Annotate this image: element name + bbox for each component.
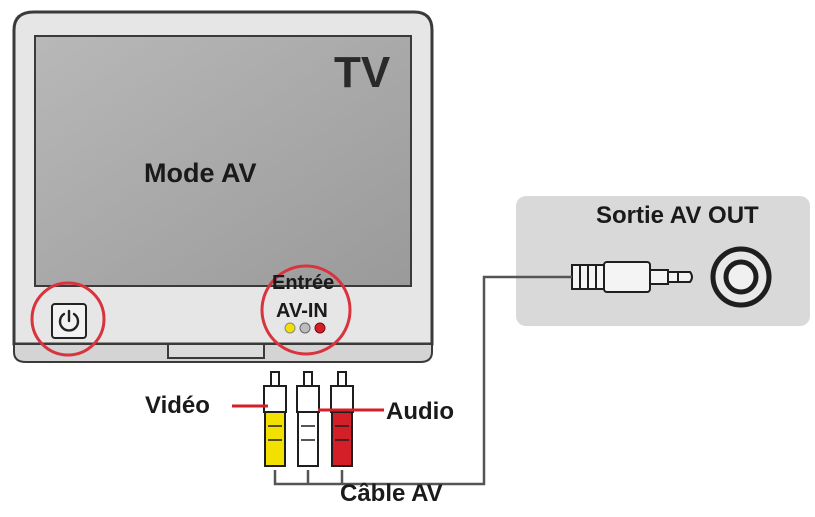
rca-plug-video bbox=[263, 371, 287, 467]
output-label: Sortie AV OUT bbox=[596, 202, 759, 229]
tv-stand bbox=[167, 343, 265, 359]
power-highlight-circle bbox=[30, 281, 106, 357]
av-in-jacks bbox=[284, 322, 326, 334]
power-button bbox=[51, 303, 87, 339]
tv-screen bbox=[34, 35, 412, 287]
mode-label: Mode AV bbox=[144, 158, 257, 188]
input-label-2: AV-IN bbox=[276, 300, 328, 322]
audio-label: Audio bbox=[386, 398, 454, 425]
input-label-1: Entrée bbox=[272, 272, 335, 294]
power-icon bbox=[58, 309, 80, 332]
rca-plug-audio-right bbox=[330, 371, 354, 467]
cable-label: Câble AV bbox=[340, 480, 443, 507]
tv-label: TV bbox=[334, 48, 391, 97]
av-out-jack bbox=[710, 246, 772, 308]
rca-plug-audio-left bbox=[296, 371, 320, 467]
tv-set bbox=[12, 10, 434, 363]
video-label: Vidéo bbox=[145, 392, 210, 419]
av-in-highlight-circle bbox=[260, 264, 352, 356]
av-cable bbox=[273, 275, 572, 486]
av-out-plug bbox=[571, 261, 693, 293]
